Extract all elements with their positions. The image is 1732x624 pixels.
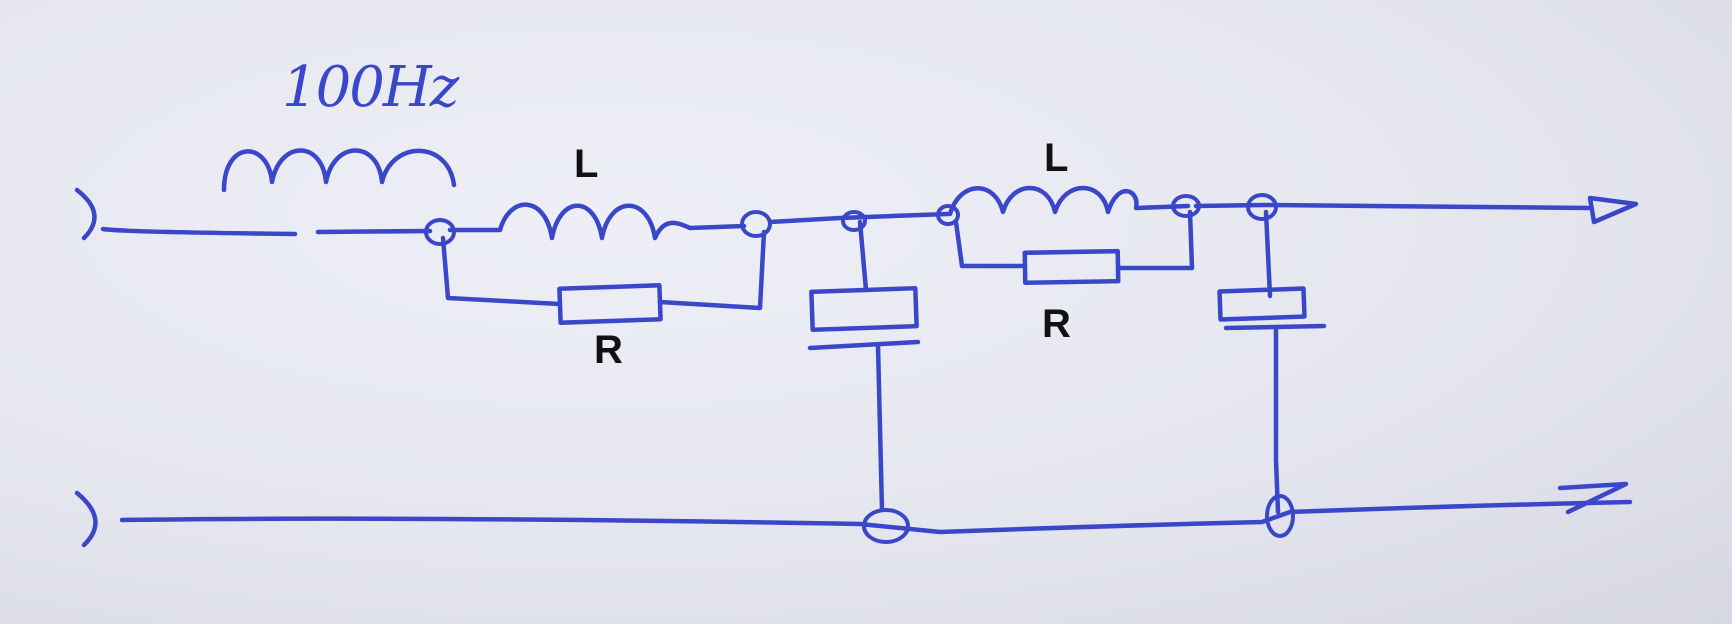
stage1-resistor-branch [440,229,767,311]
bottom-rail [119,499,1633,535]
cap2-lead-bottom [1273,327,1281,515]
node-stage2-input [936,204,960,226]
stage2-resistor-label: R [1042,302,1071,346]
top-rail-output [1193,202,1593,211]
output-terminal-top [1587,195,1639,225]
cap2-plate-bottom [1223,323,1327,331]
stage2-inductor-label: L [1044,136,1069,180]
top-rail-mid-a [767,211,951,225]
node-cap1-top [841,210,867,232]
node-cap2-bottom [1265,494,1295,538]
cap1-lead-bottom [875,343,885,513]
stage1-inductor-label: L [574,142,599,186]
cap1-plate-box [809,285,919,333]
stage1-resistor [557,283,663,325]
cap1-plate-bottom [807,339,921,351]
input-terminal-top [74,187,97,241]
stage2-inductor [947,185,1191,217]
stage2-resistor-branch [953,209,1195,271]
input-terminal-bottom [74,490,98,548]
output-terminal-bottom [1557,481,1629,515]
stage1-resistor-label: R [594,328,623,372]
node-cap1-bottom [862,508,910,544]
stage2-resistor [1022,248,1121,286]
frequency-annotation: 100Hz [282,55,459,120]
node-stage1-output [740,210,772,238]
stage1-inductor [447,202,747,241]
cap1-lead-top [857,219,869,293]
top-rail-input-b [315,228,433,235]
cap2-lead-top [1263,209,1273,299]
top-rail-input-a [100,226,298,237]
node-stage2-output [1171,194,1201,218]
input-coil [221,148,457,193]
node-cap2-top [1246,193,1278,221]
node-stage1-input [424,218,456,246]
cap2-plate-box [1217,286,1307,322]
